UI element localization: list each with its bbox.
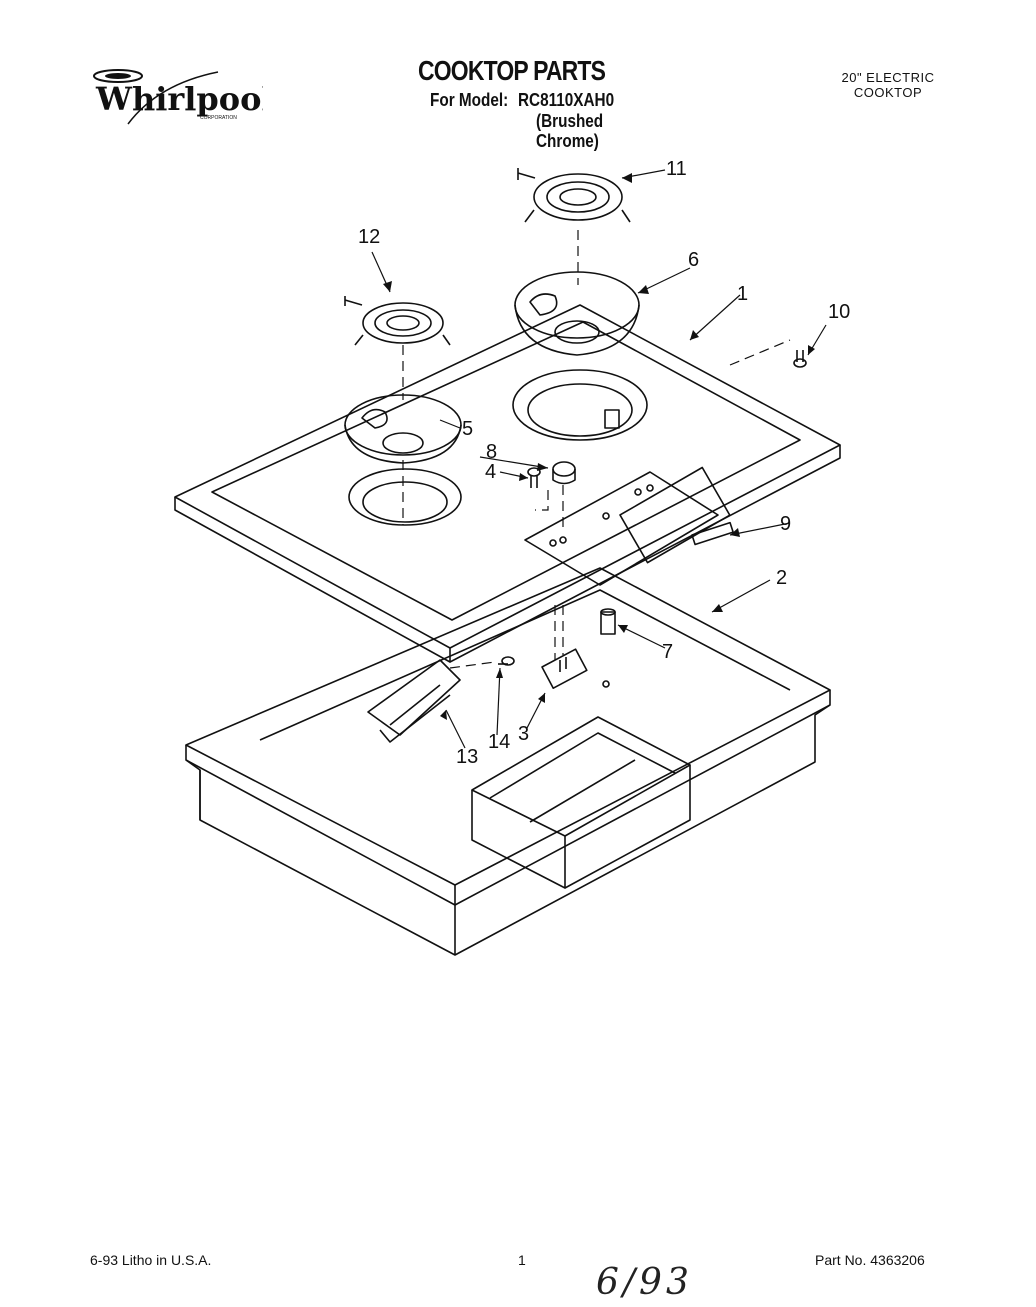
callout-14: 14 bbox=[488, 731, 510, 753]
part-bracket bbox=[367, 659, 461, 743]
callout-11: 11 bbox=[666, 158, 687, 180]
callout-6: 6 bbox=[688, 249, 699, 271]
spec-line-2: COOKTOP bbox=[853, 85, 923, 100]
burner-opening-right bbox=[512, 369, 648, 441]
finish-text: (Brushed Chrome) bbox=[536, 111, 603, 151]
footer-date-litho: 6-93 Litho in U.S.A. bbox=[90, 1252, 212, 1268]
part-recess-box bbox=[471, 716, 691, 889]
handwritten-date: 6/93 bbox=[596, 1262, 693, 1303]
finish-line-2: Chrome) bbox=[536, 131, 599, 151]
part-screw-4 bbox=[527, 467, 541, 488]
part-screw-14 bbox=[498, 656, 515, 666]
part-surface-element-small bbox=[344, 296, 451, 346]
callout-1: 1 bbox=[737, 283, 748, 305]
part-knob bbox=[552, 461, 576, 485]
callout-10: 10 bbox=[828, 301, 850, 323]
part-surface-element-large bbox=[517, 168, 631, 223]
burner-opening-left bbox=[348, 468, 462, 526]
part-infinite-switch bbox=[541, 648, 588, 689]
callout-9: 9 bbox=[780, 513, 791, 535]
brand-wordmark: Whirlpool bbox=[95, 80, 263, 118]
callout-8: 8 bbox=[486, 441, 497, 463]
callout-5: 5 bbox=[462, 418, 473, 440]
model-value: RC8110XAH0 bbox=[518, 90, 615, 110]
finish-line-1: (Brushed bbox=[536, 111, 604, 131]
part-control-panel bbox=[524, 466, 731, 586]
product-spec: 20" ELECTRIC COOKTOP bbox=[838, 70, 938, 100]
brand-sub: CORPORATION bbox=[200, 115, 237, 121]
footer-part-number: Part No. 4363206 bbox=[815, 1252, 925, 1268]
callout-12: 12 bbox=[358, 226, 380, 248]
part-screw-10 bbox=[793, 350, 807, 368]
callout-4: 4 bbox=[485, 461, 496, 483]
whirlpool-logo: Whirlpool CORPORATION bbox=[93, 69, 263, 125]
part-cooktop-frame bbox=[174, 304, 841, 663]
footer-page-number: 1 bbox=[518, 1252, 526, 1268]
page-title: COOKTOP PARTS bbox=[418, 55, 606, 86]
model-label: For Model: bbox=[430, 90, 509, 110]
callout-2: 2 bbox=[776, 567, 787, 589]
part-cooktop-body bbox=[185, 567, 831, 956]
part-nameplate bbox=[691, 521, 734, 546]
callout-13: 13 bbox=[456, 746, 478, 768]
spec-line-1: 20" ELECTRIC bbox=[841, 70, 935, 85]
part-pilot-light bbox=[600, 608, 616, 635]
part-drip-bowl-large bbox=[514, 271, 640, 356]
callout-7: 7 bbox=[662, 641, 673, 663]
callout-3: 3 bbox=[518, 723, 529, 745]
